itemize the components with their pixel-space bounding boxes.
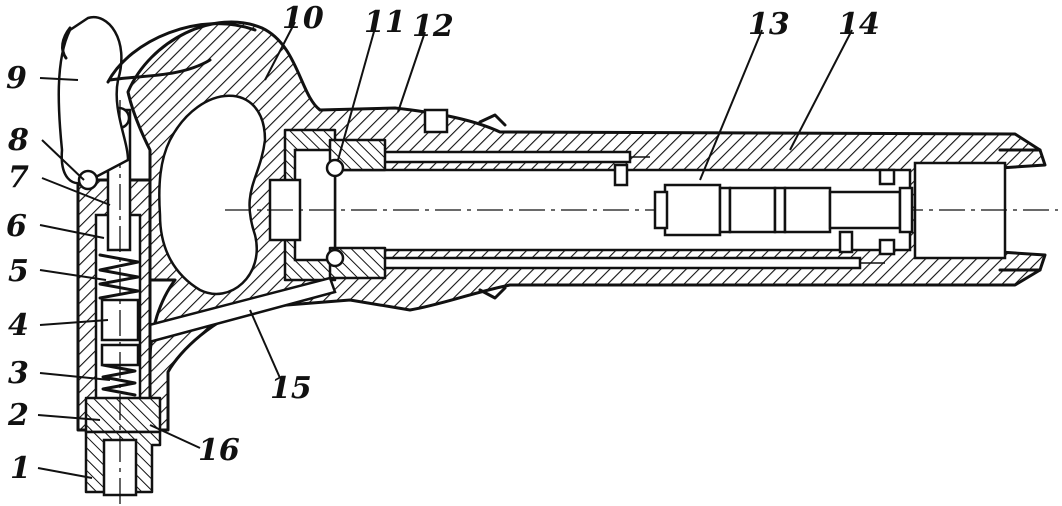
label-9: 9 bbox=[6, 61, 27, 96]
label-1: 1 bbox=[10, 451, 31, 486]
label-10: 10 bbox=[282, 1, 324, 36]
valve-spring bbox=[98, 253, 140, 300]
label-16: 16 bbox=[198, 433, 240, 468]
label-12: 12 bbox=[412, 9, 454, 44]
head-screw-bottom bbox=[325, 248, 345, 268]
label-2: 2 bbox=[7, 398, 29, 433]
pivot-pin bbox=[77, 169, 99, 191]
trigger-lever bbox=[57, 15, 130, 185]
leader-lines bbox=[37, 21, 853, 479]
label-14: 14 bbox=[838, 7, 880, 42]
clamp-screw bbox=[423, 108, 449, 134]
striker-shank bbox=[828, 190, 902, 230]
label-3: 3 bbox=[8, 356, 29, 391]
label-4: 4 bbox=[8, 308, 29, 343]
label-7: 7 bbox=[8, 160, 29, 195]
callout-labels: 1 2 3 4 5 6 7 8 9 10 11 12 13 14 15 16 bbox=[6, 1, 880, 486]
label-5: 5 bbox=[8, 254, 29, 289]
handle-cavity bbox=[158, 94, 267, 296]
head-screw-top bbox=[325, 158, 345, 178]
barrel-outer-lip bbox=[998, 148, 1042, 272]
label-13: 13 bbox=[748, 7, 790, 42]
label-11: 11 bbox=[364, 5, 406, 40]
striker-body bbox=[663, 183, 722, 237]
nipple-nut bbox=[84, 396, 162, 434]
label-6: 6 bbox=[6, 209, 27, 244]
lower-air-channel bbox=[328, 256, 862, 270]
label-15: 15 bbox=[270, 371, 312, 406]
label-8: 8 bbox=[7, 123, 29, 158]
lower-spring bbox=[101, 363, 137, 397]
